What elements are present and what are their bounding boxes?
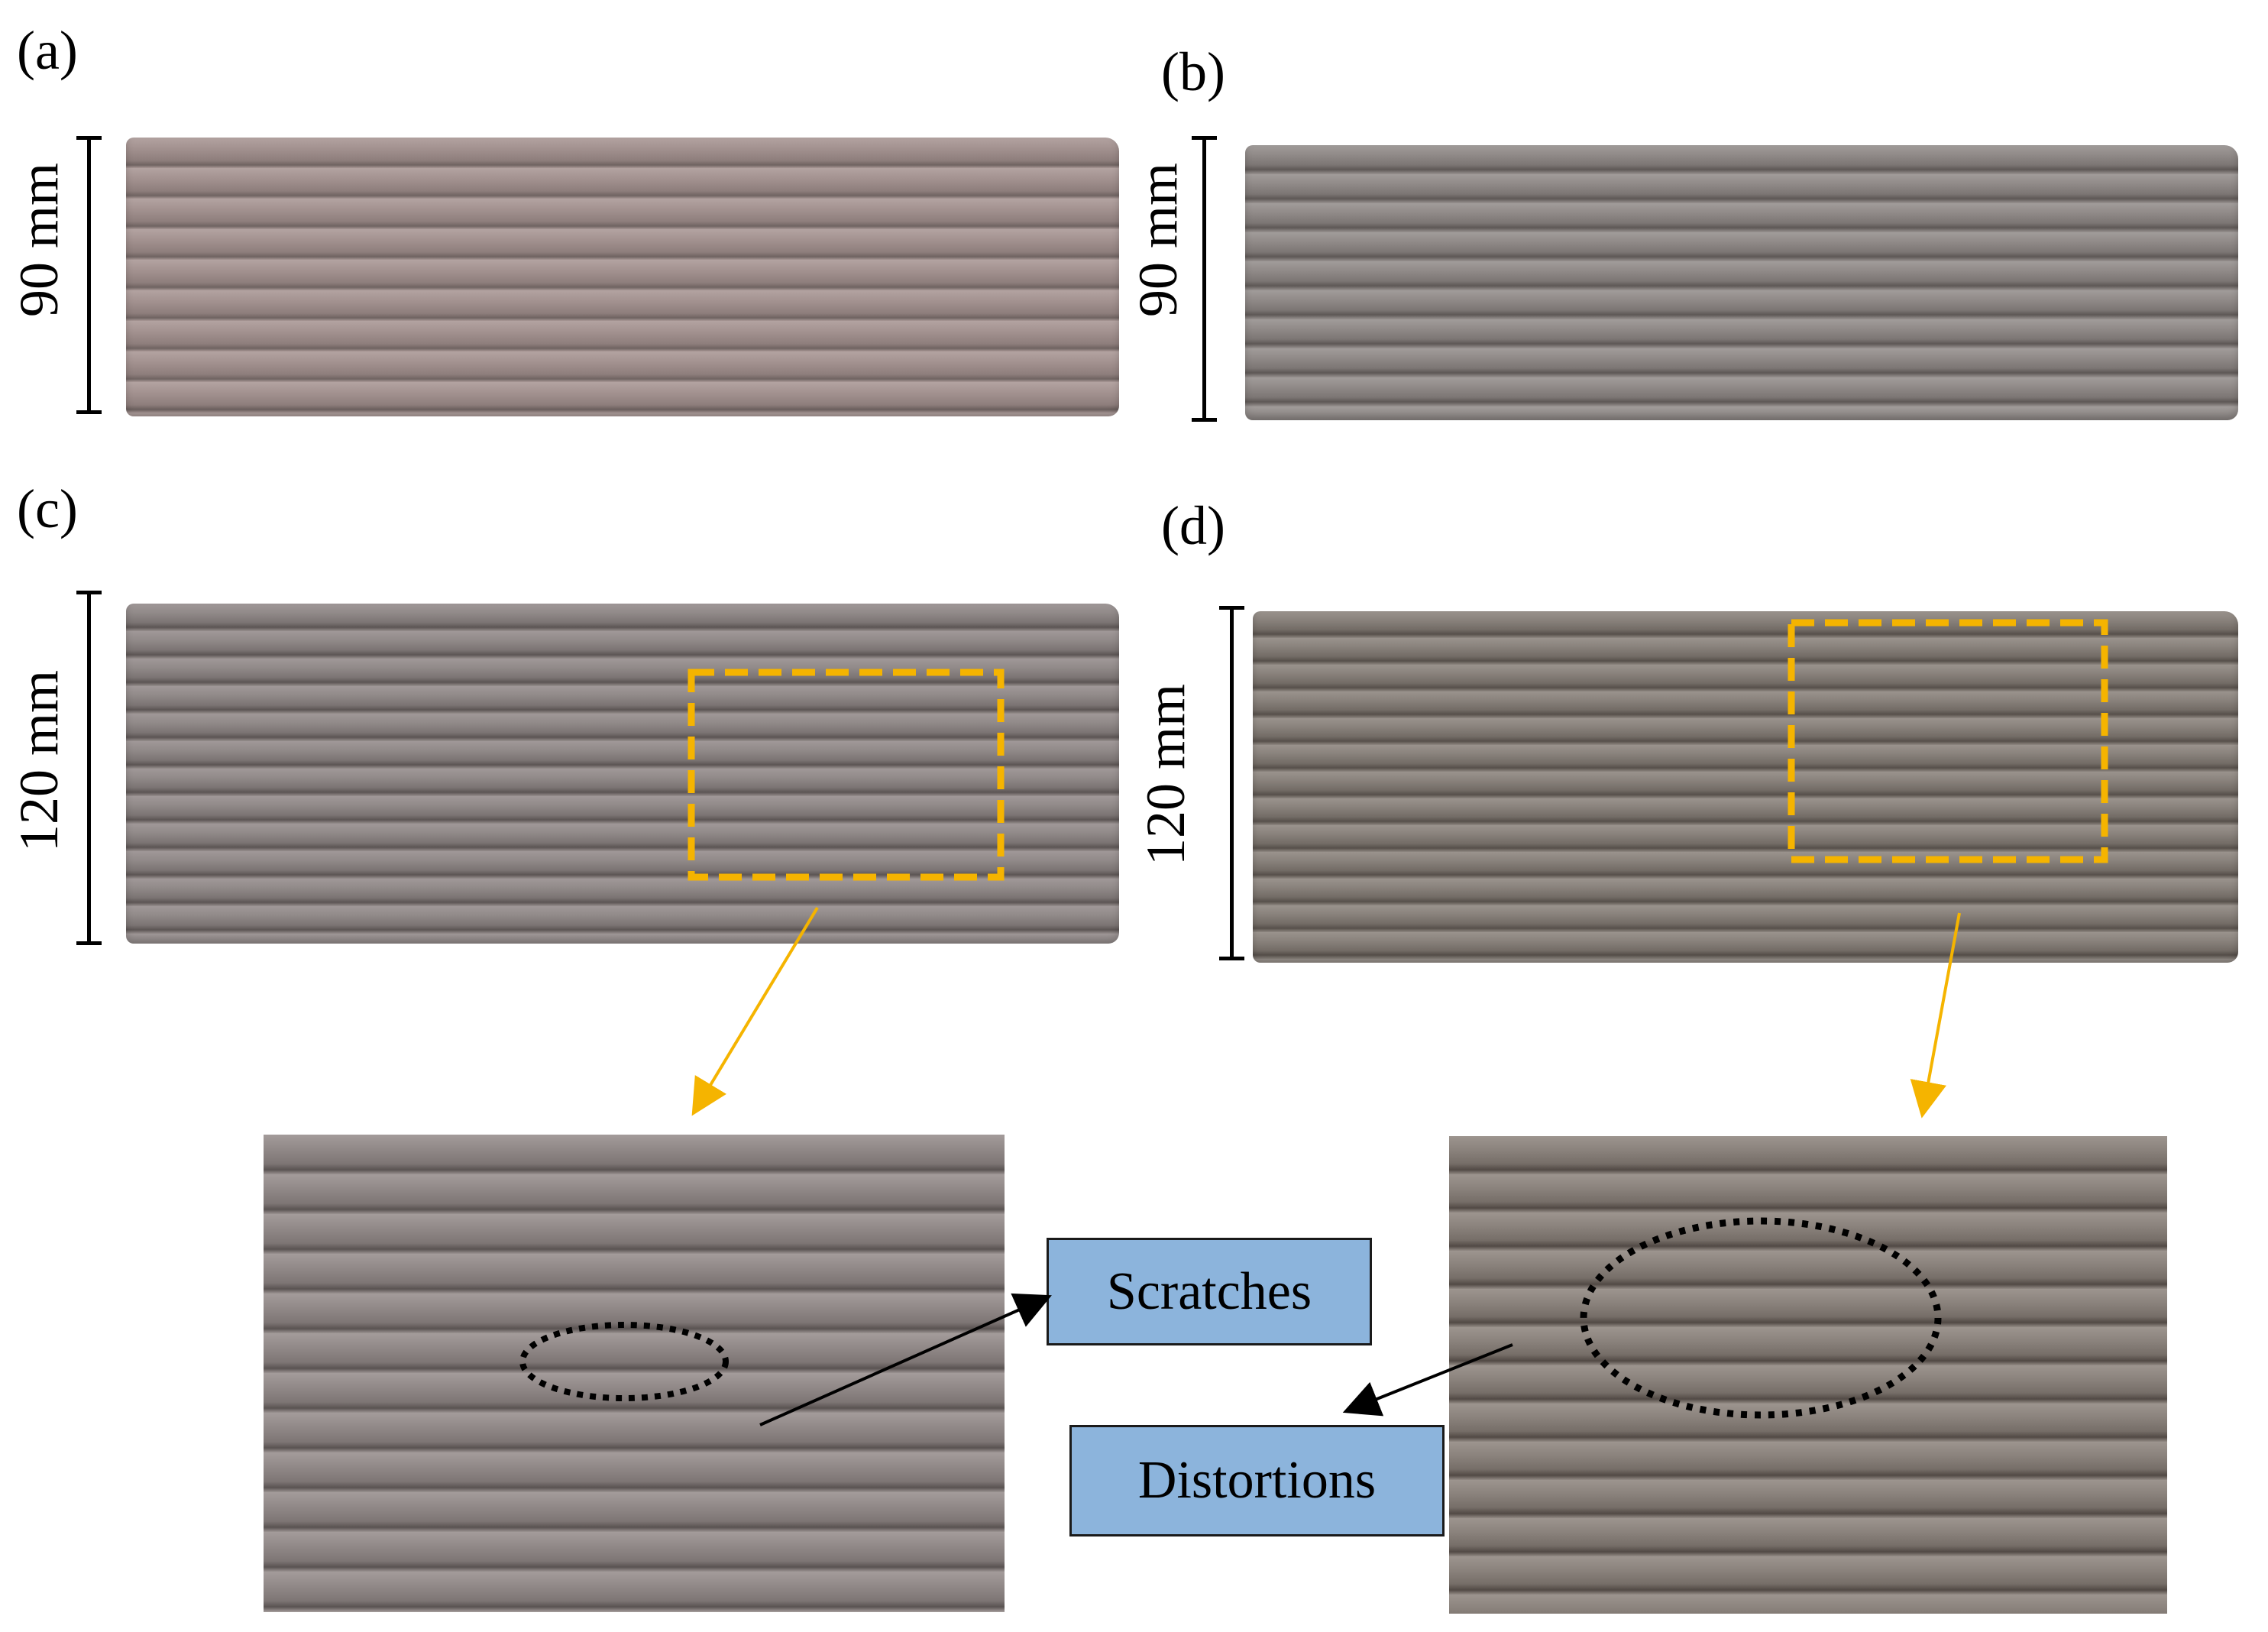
panel-b-dimension-tick-top xyxy=(1192,136,1217,140)
panel-a-dimension-tick-bottom xyxy=(76,410,102,414)
panel-a-dimension-line xyxy=(87,138,91,413)
zoom-d-photo xyxy=(1449,1136,2167,1614)
specimen-b-photo xyxy=(1245,145,2238,420)
distortions-arrow xyxy=(1342,1343,1513,1417)
distortions-ellipse xyxy=(1580,1217,1942,1419)
highlight-box-c xyxy=(688,669,1005,881)
panel-d-dimension-line xyxy=(1230,607,1234,959)
panel-b-label: (b) xyxy=(1161,41,1225,102)
scratches-ellipse xyxy=(519,1322,729,1401)
panel-b-dimension-tick-bottom xyxy=(1192,418,1217,422)
highlight-box-d xyxy=(1788,619,2108,863)
zoom-arrow-d xyxy=(1910,912,1961,1119)
panel-c-dimension-line xyxy=(87,592,91,944)
panel-a-label: (a) xyxy=(17,20,78,81)
zoom-c-photo xyxy=(264,1135,1005,1612)
panel-a-dimension-tick-top xyxy=(76,136,102,140)
scratches-callout: Scratches xyxy=(1047,1238,1372,1345)
panel-d-dimension-tick-top xyxy=(1219,606,1244,610)
panel-d-label: (d) xyxy=(1161,495,1225,556)
specimen-d-photo xyxy=(1253,611,2238,963)
specimen-a-photo xyxy=(126,138,1119,416)
distortions-callout: Distortions xyxy=(1069,1425,1445,1536)
panel-d-dimension-tick-bottom xyxy=(1219,957,1244,960)
scratches-arrow xyxy=(759,1293,1052,1426)
panel-b-dimension-line xyxy=(1202,138,1206,420)
panel-c-dimension-tick-top xyxy=(76,591,102,594)
panel-c-dimension-tick-bottom xyxy=(76,941,102,945)
panel-c-label: (c) xyxy=(17,478,78,539)
specimen-c-photo xyxy=(126,604,1119,944)
zoom-arrow-c xyxy=(691,906,819,1116)
